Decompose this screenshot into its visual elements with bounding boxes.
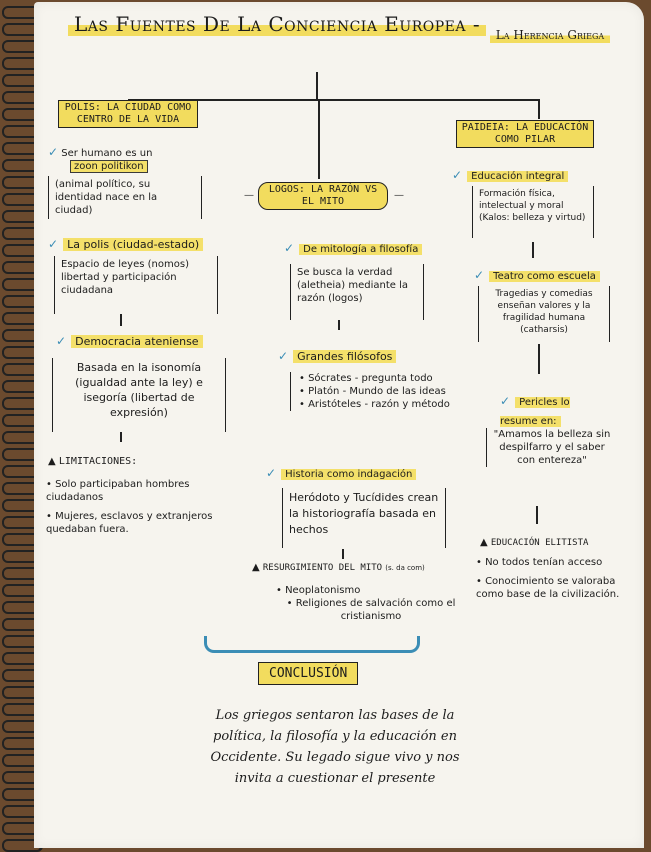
- check-icon: ✓: [266, 466, 277, 480]
- connector: [338, 320, 340, 330]
- list-item: • Mujeres, esclavos y extranjeros quedab…: [46, 511, 213, 535]
- page-subtitle: La Herencia Griega: [490, 28, 610, 43]
- elitista-heading: ▲ Educación elitista: [480, 537, 589, 548]
- check-icon: ✓: [278, 349, 289, 363]
- connector: [120, 314, 122, 326]
- warning-icon: ▲: [252, 562, 260, 573]
- democracia-title: Democracia ateniense: [71, 335, 203, 348]
- teatro-section: ✓ Teatro como escuela: [474, 264, 600, 283]
- list-item: • Aristóteles - razón y método: [299, 399, 450, 410]
- tree-trunk: [316, 72, 318, 100]
- warning-icon: ▲: [480, 537, 488, 548]
- polis-section-text: Espacio de leyes (nomos) libertad y part…: [54, 256, 218, 314]
- limitaciones-list: • Solo participaban hombres ciudadanos •…: [46, 478, 216, 536]
- pericles-quote: "Amamos la belleza sin despilfarro y el …: [486, 428, 611, 467]
- teatro-title: Teatro como escuela: [489, 271, 600, 282]
- zoon-detail: (animal político, su identidad nace en l…: [48, 176, 202, 219]
- historia-title: Historia como indagación: [281, 469, 417, 480]
- democracia-section: ✓ Democracia ateniense: [56, 330, 203, 349]
- resurgimiento-heading: ▲ Resurgimiento del mito (s. da com): [252, 562, 425, 573]
- emphasis-marks: —: [244, 190, 254, 201]
- mitologia-section: ✓ De mitología a filosofía: [284, 237, 423, 256]
- warning-icon: ▲: [48, 456, 56, 467]
- connector: [536, 506, 538, 524]
- list-item: • Conocimiento se valoraba como base de …: [476, 576, 620, 600]
- pericles-section: ✓ Pericles lo resume en:: [500, 390, 610, 428]
- tree-center-drop: [318, 99, 320, 179]
- conclusion-heading: Conclusión: [258, 662, 359, 685]
- conclusion-bracket: [204, 636, 420, 653]
- logos-heading: Logos: La razón vs el mito: [258, 182, 388, 210]
- list-item: • Platón - Mundo de las ideas: [299, 386, 446, 397]
- mitologia-text: Se busca la verdad (aletheia) mediante l…: [290, 264, 424, 320]
- filosofos-list: • Sócrates - pregunta todo • Platón - Mu…: [290, 372, 479, 411]
- list-item: • Solo participaban hombres ciudadanos: [46, 479, 190, 503]
- democracia-text: Basada en la isonomía (igualdad ante la …: [52, 358, 226, 432]
- educacion-text: Formación física, intelectual y moral (K…: [472, 186, 594, 238]
- connector: [342, 549, 344, 559]
- emphasis-marks: —: [394, 190, 404, 201]
- connector: [538, 344, 540, 374]
- check-icon: ✓: [48, 237, 59, 251]
- teatro-text: Tragedias y comedias enseñan valores y l…: [478, 286, 610, 342]
- list-item: • Sócrates - pregunta todo: [299, 373, 433, 384]
- mitologia-title: De mitología a filosofía: [299, 244, 423, 255]
- historia-text: Heródoto y Tucídides crean la historiogr…: [282, 488, 446, 548]
- connector: [120, 432, 122, 442]
- limitaciones-heading: ▲ Limitaciones:: [48, 456, 138, 467]
- zoon-note: ✓ Ser humano es un zoon politikon: [48, 146, 152, 173]
- list-item: • Religiones de salvación como el cristi…: [286, 598, 456, 622]
- paideia-heading: Paideia: La educación como pilar: [456, 120, 594, 148]
- page-title: Las Fuentes De La Conciencia Europea -: [68, 12, 487, 36]
- zoon-text: Ser humano es un: [61, 148, 153, 159]
- elitista-list: • No todos tenían acceso • Conocimiento …: [476, 556, 638, 601]
- tree-right-drop: [538, 99, 540, 119]
- zoon-term: zoon politikon: [70, 160, 148, 173]
- pericles-title: Pericles lo resume en:: [500, 397, 570, 427]
- check-icon: ✓: [452, 168, 463, 182]
- historia-section: ✓ Historia como indagación: [266, 462, 417, 481]
- check-icon: ✓: [474, 268, 485, 282]
- educacion-title: Educación integral: [467, 171, 569, 182]
- tree-branch: [128, 99, 538, 101]
- check-icon: ✓: [284, 241, 295, 255]
- list-item: • No todos tenían acceso: [476, 557, 603, 568]
- polis-heading: Polis: La ciudad como centro de la vida: [58, 100, 198, 128]
- polis-section: ✓ La polis (ciudad-estado): [48, 233, 204, 252]
- conclusion-text: Los griegos sentaron las bases de la pol…: [210, 708, 460, 786]
- check-icon: ✓: [500, 394, 511, 408]
- resurgimiento-list: • Neoplatonismo • Religiones de salvació…: [276, 584, 466, 623]
- connector: [532, 242, 534, 258]
- educacion-section: ✓ Educación integral: [452, 164, 569, 183]
- list-item: • Neoplatonismo: [276, 585, 361, 596]
- filosofos-title: Grandes filósofos: [293, 350, 397, 363]
- polis-section-title: La polis (ciudad-estado): [63, 238, 204, 251]
- check-icon: ✓: [56, 334, 67, 348]
- filosofos-section: ✓ Grandes filósofos: [278, 345, 397, 364]
- check-icon: ✓: [48, 145, 59, 159]
